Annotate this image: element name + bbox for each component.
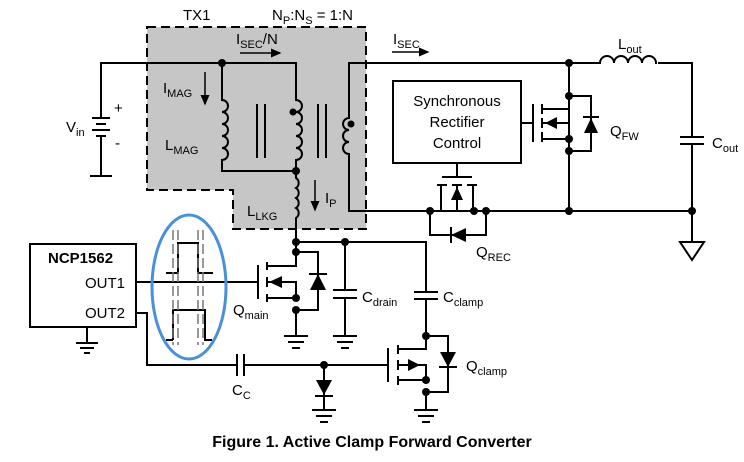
isec-n-label: ISEC/N: [236, 31, 278, 51]
qfw-label: QFW: [610, 123, 639, 143]
controller-name: NCP1562: [48, 250, 113, 267]
out1-pin: OUT1: [85, 275, 125, 292]
cclamp-label: Cclamp: [443, 289, 483, 309]
vin-minus: -: [115, 135, 120, 152]
isec-label: ISEC: [393, 31, 420, 51]
lmag-label: LMAG: [165, 137, 198, 157]
imag-label: IMAG: [163, 80, 192, 100]
controller-ground: [76, 326, 98, 354]
llkg-label: LLKG: [247, 203, 277, 223]
qfw-mosfet: [520, 59, 599, 212]
lmag-inductor: [220, 62, 297, 172]
sr-control-line3: Control: [433, 135, 481, 152]
qmain-mosfet: [257, 241, 327, 349]
cdrain-label: Cdrain: [362, 289, 397, 309]
vin-source: [90, 62, 112, 177]
qmain-label: Qmain: [233, 302, 269, 322]
transformer-name: TX1: [183, 7, 211, 24]
cout-label: Cout: [712, 135, 738, 155]
qclamp-label: Qclamp: [466, 358, 507, 378]
turns-ratio-label: NP:NS = 1:N: [272, 7, 353, 27]
drain-node: [292, 238, 427, 293]
cclamp-capacitor: [414, 291, 438, 337]
sr-control-line1: Synchronous: [413, 93, 501, 110]
llkg-inductor: [294, 170, 300, 243]
out2-pin: OUT2: [85, 305, 125, 322]
transformer-core: [256, 104, 327, 158]
lout-label: Lout: [618, 36, 642, 56]
cdrain-capacitor: [333, 241, 357, 349]
secondary-winding: [342, 62, 693, 212]
gate-clamp-diode: [312, 361, 336, 423]
lout-inductor: [598, 55, 658, 70]
cc-label: CC: [232, 382, 251, 402]
cc-capacitor: [236, 354, 389, 376]
ip-label: IP: [325, 190, 337, 210]
ncp1562-controller: [29, 243, 137, 328]
vin-label: Vin: [66, 119, 85, 139]
gate-waveforms: [166, 230, 213, 345]
out2-wire: [135, 312, 238, 366]
qrec-mosfet: [426, 162, 490, 243]
timing-highlight-ellipse: [150, 213, 228, 361]
qrec-label: QREC: [476, 244, 511, 264]
qclamp-mosfet: [387, 332, 457, 423]
figure-caption: Figure 1. Active Clamp Forward Converter: [212, 434, 531, 451]
vin-plus: +: [114, 100, 123, 117]
sr-control-line2: Rectifier: [429, 114, 484, 131]
cout-capacitor: [565, 62, 706, 262]
